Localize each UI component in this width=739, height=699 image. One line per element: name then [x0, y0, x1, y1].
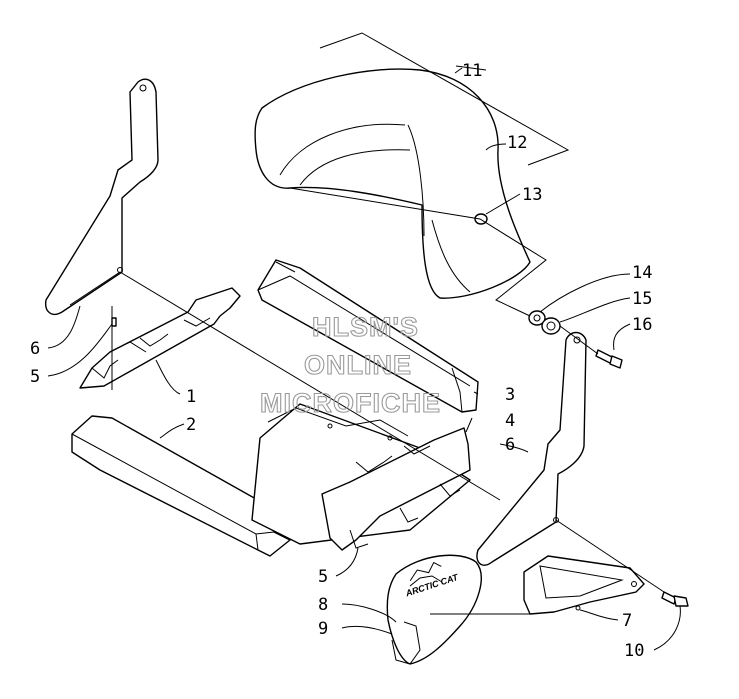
- callout-6-right: 6: [505, 435, 515, 455]
- rear-hinge-plate: [321, 427, 471, 551]
- callout-5-lower: 5: [318, 567, 328, 587]
- callout-15: 15: [632, 289, 652, 309]
- callout-13: 13: [522, 185, 542, 205]
- svg-text:MICROFICHE: MICROFICHE: [260, 388, 441, 418]
- svg-text:ONLINE: ONLINE: [304, 350, 412, 380]
- watermark: HLSM'S ONLINE MICROFICHE: [259, 311, 441, 418]
- bolt-16: [595, 349, 623, 369]
- callout-2: 2: [186, 415, 196, 435]
- callout-16: 16: [632, 315, 652, 335]
- callout-1: 1: [186, 387, 196, 407]
- triangle-bracket: [523, 555, 645, 615]
- callout-12: 12: [507, 133, 527, 153]
- callout-11: 11: [462, 61, 482, 81]
- callout-9: 9: [318, 619, 328, 639]
- callout-6-left: 6: [30, 339, 40, 359]
- side-trim-guard: [386, 554, 482, 665]
- front-channel: [71, 415, 291, 557]
- washer-14: [528, 310, 546, 326]
- callout-4: 4: [505, 411, 515, 431]
- right-seat-bracket: [476, 331, 587, 566]
- callout-14: 14: [632, 263, 652, 283]
- left-seat-bracket: [45, 78, 159, 316]
- assembly-line: [555, 519, 665, 593]
- pin-5: [111, 317, 117, 327]
- callout-7: 7: [622, 611, 632, 631]
- svg-text:HLSM'S: HLSM'S: [312, 312, 419, 342]
- rear-long-bracket: [257, 259, 479, 413]
- assembly-line: [119, 271, 501, 501]
- kit-bracket: [319, 32, 570, 166]
- backrest-cushion: [254, 68, 531, 299]
- assembly-line: [289, 187, 547, 317]
- seat-base-pan: [251, 403, 471, 545]
- bushing-15: [541, 317, 561, 335]
- assembly-line: [559, 325, 599, 355]
- callout-8: 8: [318, 595, 328, 615]
- callout-3: 3: [505, 385, 515, 405]
- bolt-10: [661, 591, 689, 607]
- callout-5-upper: 5: [30, 367, 40, 387]
- hinge-plate: [79, 287, 241, 390]
- callout-10: 10: [624, 641, 644, 661]
